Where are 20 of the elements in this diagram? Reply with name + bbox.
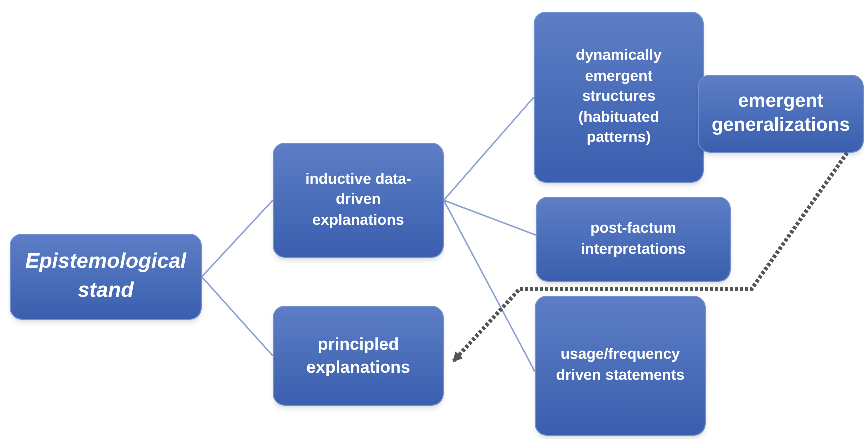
- dashed-arrow: [452, 152, 850, 362]
- rounded-box: [273, 306, 444, 406]
- rounded-box: [698, 75, 864, 153]
- connector-line: [443, 200, 536, 372]
- connector-line: [443, 97, 535, 201]
- node-label: principled explanations: [306, 334, 412, 379]
- node-label: usage/frequency driven statements: [555, 345, 686, 386]
- connector-line: [444, 200, 536, 236]
- rounded-box: [535, 296, 706, 436]
- connector-line: [201, 200, 274, 278]
- node-label: dynamically emergent structures (habituated patterns): [575, 46, 663, 148]
- node-label: Epistemological stand: [24, 249, 188, 304]
- node-label: post-factum interpretations: [580, 218, 687, 260]
- rounded-box: [273, 143, 444, 258]
- connector-line: [201, 276, 274, 356]
- rounded-box: [10, 234, 202, 320]
- rounded-box: [534, 12, 704, 183]
- rounded-box: [536, 197, 731, 282]
- node-label: emergent generalizations: [710, 90, 852, 138]
- node-label: inductive data-driven explanations: [304, 170, 412, 231]
